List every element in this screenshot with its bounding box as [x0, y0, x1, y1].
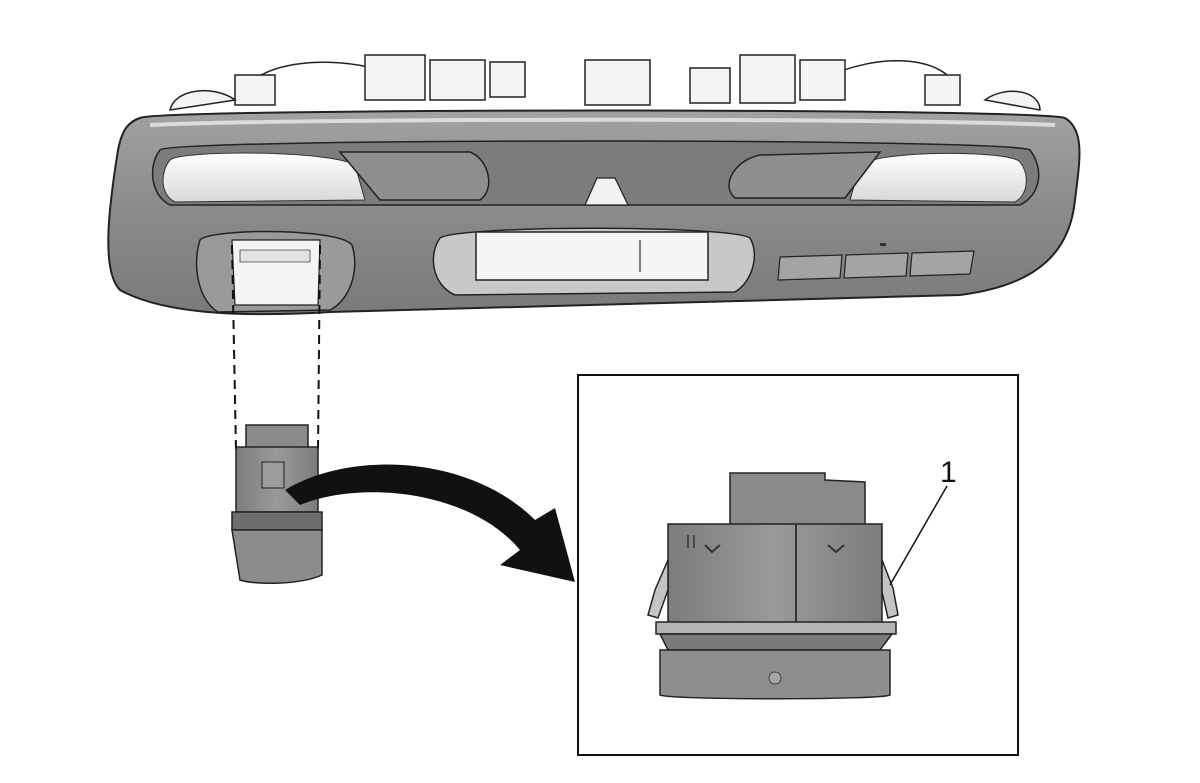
console-button — [843, 252, 909, 279]
callout-label: 1 — [940, 456, 957, 489]
console-button — [909, 250, 975, 277]
switch-detail — [647, 472, 899, 700]
overhead-console — [107, 54, 1081, 316]
console-connectors — [169, 54, 1041, 111]
center-display — [475, 231, 709, 281]
console-button-row — [777, 243, 975, 281]
left-retaining-clip — [647, 559, 669, 619]
removal-path-lines — [231, 244, 321, 451]
detail-arrow — [285, 464, 575, 582]
right-map-lamp — [849, 152, 1027, 203]
left-lamp-button — [338, 151, 490, 201]
removed-switch — [231, 424, 323, 585]
callout-leader-line — [889, 485, 948, 586]
center-tab — [584, 177, 629, 206]
left-map-lamp — [162, 152, 366, 203]
right-lamp-button — [728, 151, 882, 199]
console-button — [777, 254, 843, 281]
